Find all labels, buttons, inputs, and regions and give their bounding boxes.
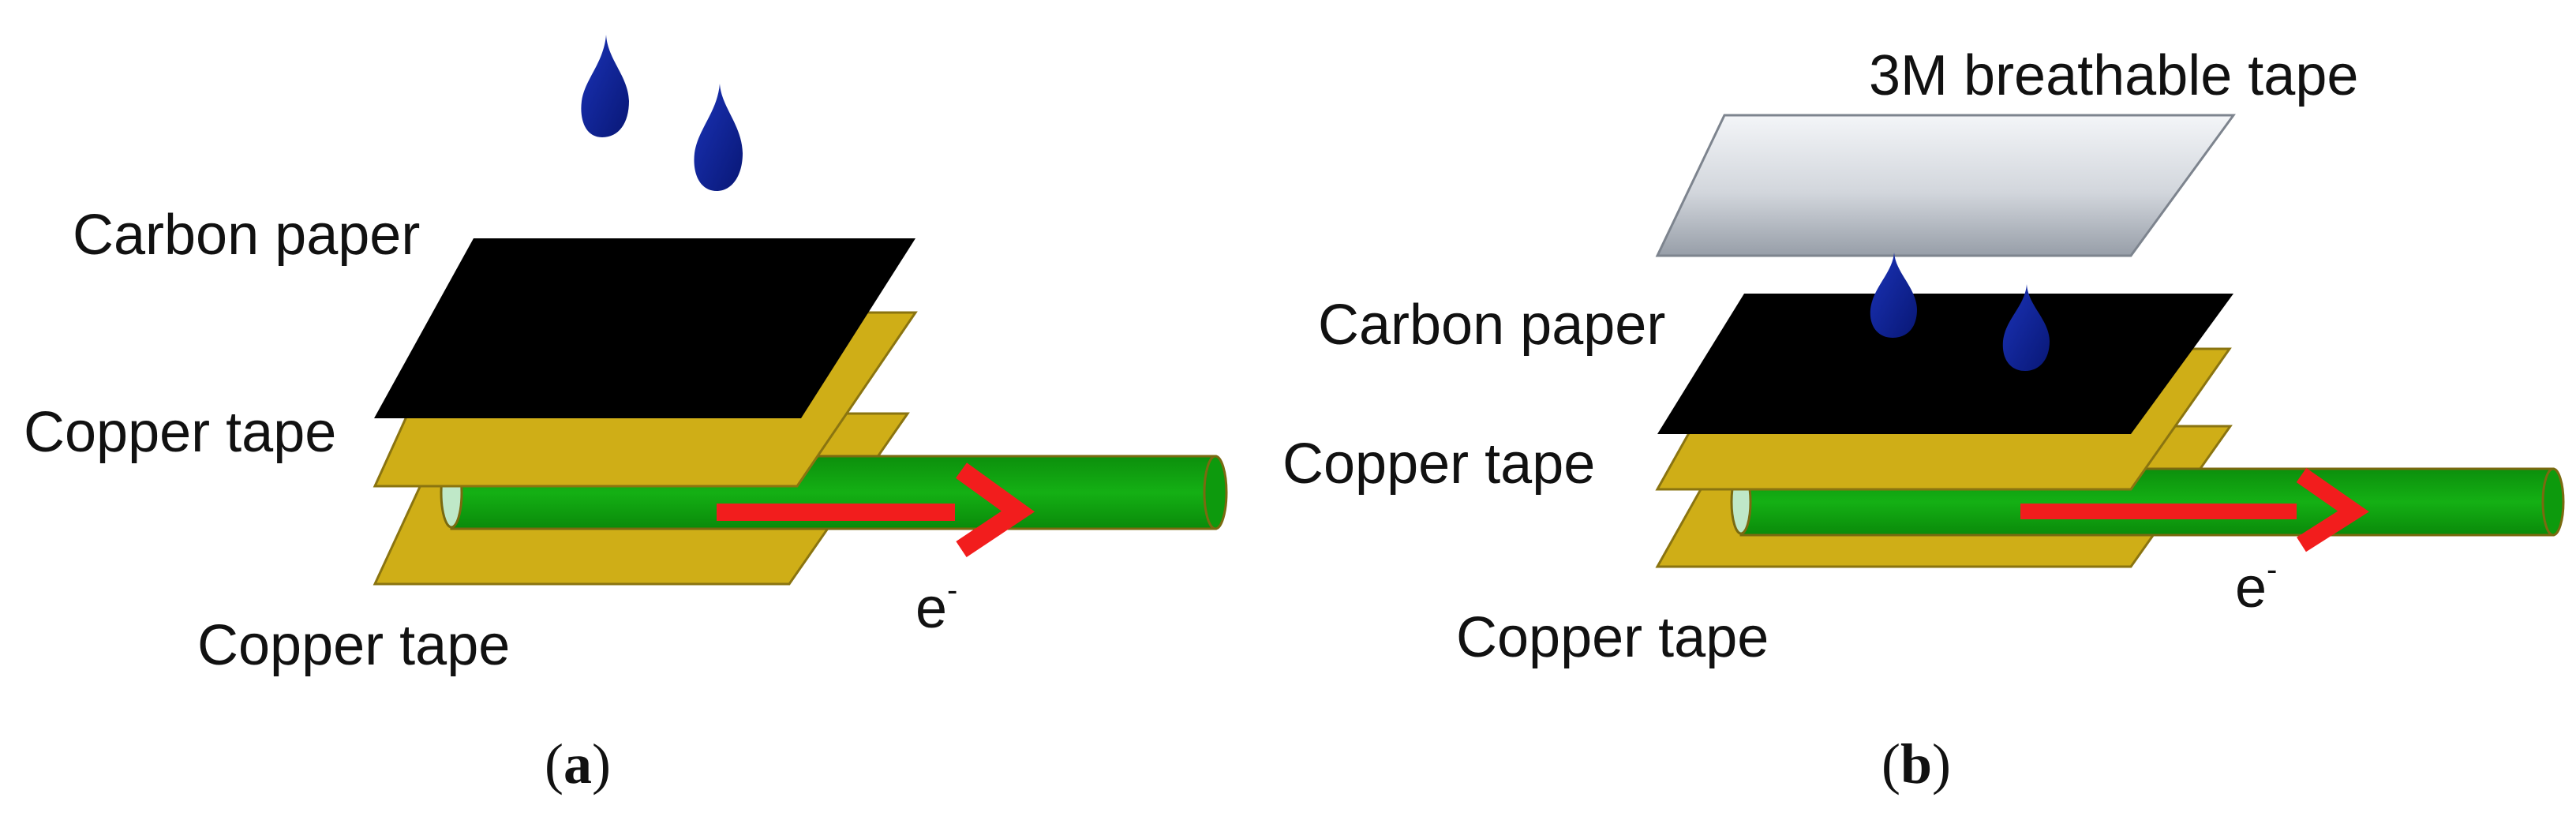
copper-tape-bottom-label: Copper tape [1456, 606, 1769, 669]
copper-tape-top-label: Copper tape [24, 401, 337, 464]
copper-tape-top-label: Copper tape [1282, 432, 1596, 496]
water-droplet [2002, 284, 2050, 371]
breathable-tape [1655, 114, 2236, 257]
electron-label: e- [915, 573, 958, 640]
carbon-paper [1657, 294, 2233, 434]
carbon-paper-label: Carbon paper [73, 204, 421, 267]
electron-flow-arrow [717, 462, 1035, 557]
water-droplet [694, 84, 743, 191]
water-droplet [1870, 253, 1917, 338]
panel-b-caption: (b) [1881, 732, 1952, 796]
carbon-paper [374, 238, 915, 418]
electron-label: e- [2235, 552, 2278, 620]
breathable-tape-label: 3M breathable tape [1869, 44, 2359, 107]
panel-a [373, 35, 1228, 586]
water-droplet [581, 35, 629, 137]
copper-tape-bottom-label: Copper tape [197, 614, 511, 677]
panel-a-caption: (a) [545, 732, 611, 796]
panel-b [1655, 114, 2565, 568]
electron-flow-arrow [2020, 467, 2369, 552]
carbon-paper-label: Carbon paper [1318, 294, 1666, 357]
